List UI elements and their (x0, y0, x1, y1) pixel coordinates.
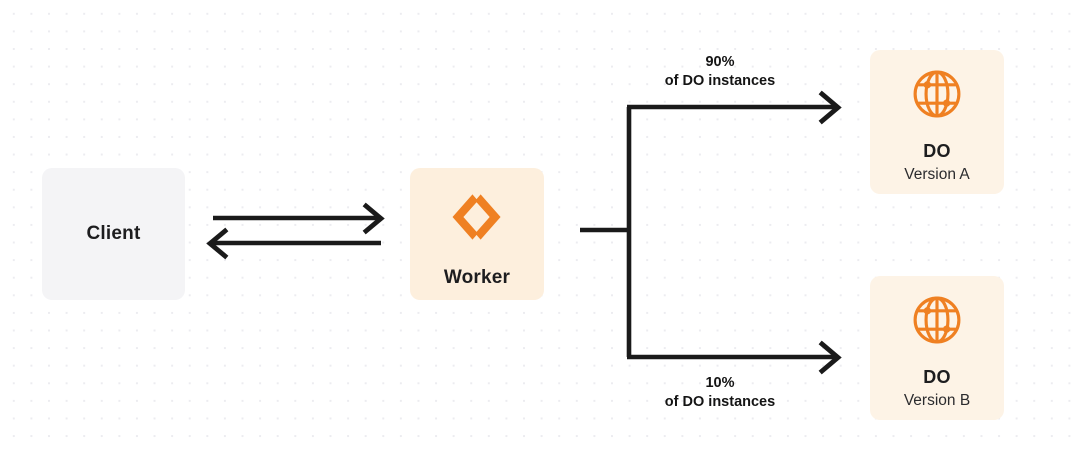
node-client: Client (42, 168, 185, 300)
node-do-b-label: DO (923, 367, 951, 387)
node-worker: Worker (410, 168, 544, 300)
cloudflare-workers-icon (448, 188, 506, 251)
node-do-version-a: DO Version A (870, 50, 1004, 194)
edge-worker-to-do-b (627, 340, 842, 375)
edge-client-to-worker (213, 202, 385, 235)
edge-label-do-a-percent: 90% (705, 54, 735, 70)
edge-label-do-b-text: of DO instances (664, 394, 776, 411)
node-worker-label: Worker (443, 266, 511, 288)
edge-label-do-a: 90% of DO instances (610, 53, 830, 92)
edge-label-do-b-percent: 10% (705, 375, 735, 391)
node-do-a-label: DO (923, 141, 951, 161)
node-do-version-b: DO Version B (870, 276, 1004, 420)
globe-icon (909, 66, 965, 127)
edge-worker-to-do-a (627, 90, 842, 125)
node-client-label: Client (86, 223, 141, 244)
node-do-b-sublabel: Version B (903, 392, 971, 409)
edge-worker-to-client (206, 227, 381, 260)
globe-icon (909, 292, 965, 353)
edge-label-do-b: 10% of DO instances (610, 374, 830, 413)
edge-worker-branch-trunk (580, 107, 632, 357)
edge-label-do-a-text: of DO instances (664, 73, 776, 90)
node-do-a-sublabel: Version A (904, 166, 970, 183)
